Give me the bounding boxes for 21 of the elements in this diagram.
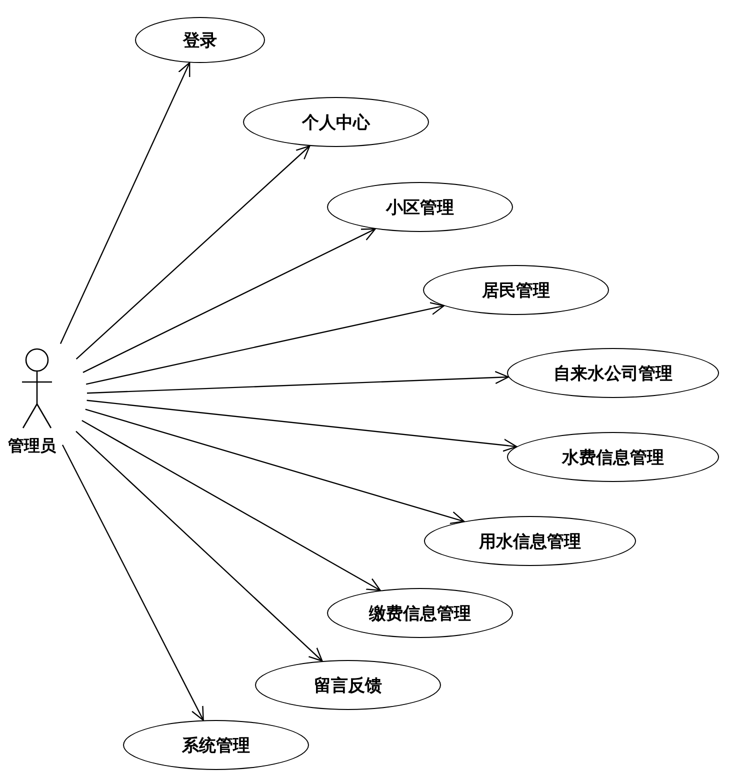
use-case-label: 用水信息管理 — [479, 530, 581, 552]
use-case-label: 居民管理 — [482, 280, 550, 302]
arrow — [86, 400, 518, 452]
arrow — [85, 408, 465, 524]
actor-label: 管理员 — [8, 436, 56, 457]
arrow — [86, 370, 509, 394]
use-case-label: 小区管理 — [386, 196, 454, 218]
arrow — [82, 420, 381, 591]
arrow — [86, 302, 444, 385]
arrow — [82, 228, 376, 373]
use-case-label: 水费信息管理 — [562, 446, 664, 468]
arrow — [76, 145, 310, 360]
use-case-label: 登录 — [183, 30, 217, 52]
arrow — [62, 444, 204, 721]
arrow — [60, 62, 190, 344]
use-case-label: 系统管理 — [182, 734, 250, 756]
use-case-label: 个人中心 — [302, 112, 370, 134]
use-case-label: 留言反馈 — [314, 674, 382, 696]
use-case-label: 自来水公司管理 — [554, 362, 672, 384]
use-case-label: 缴费信息管理 — [369, 602, 471, 624]
arrow — [76, 430, 323, 662]
